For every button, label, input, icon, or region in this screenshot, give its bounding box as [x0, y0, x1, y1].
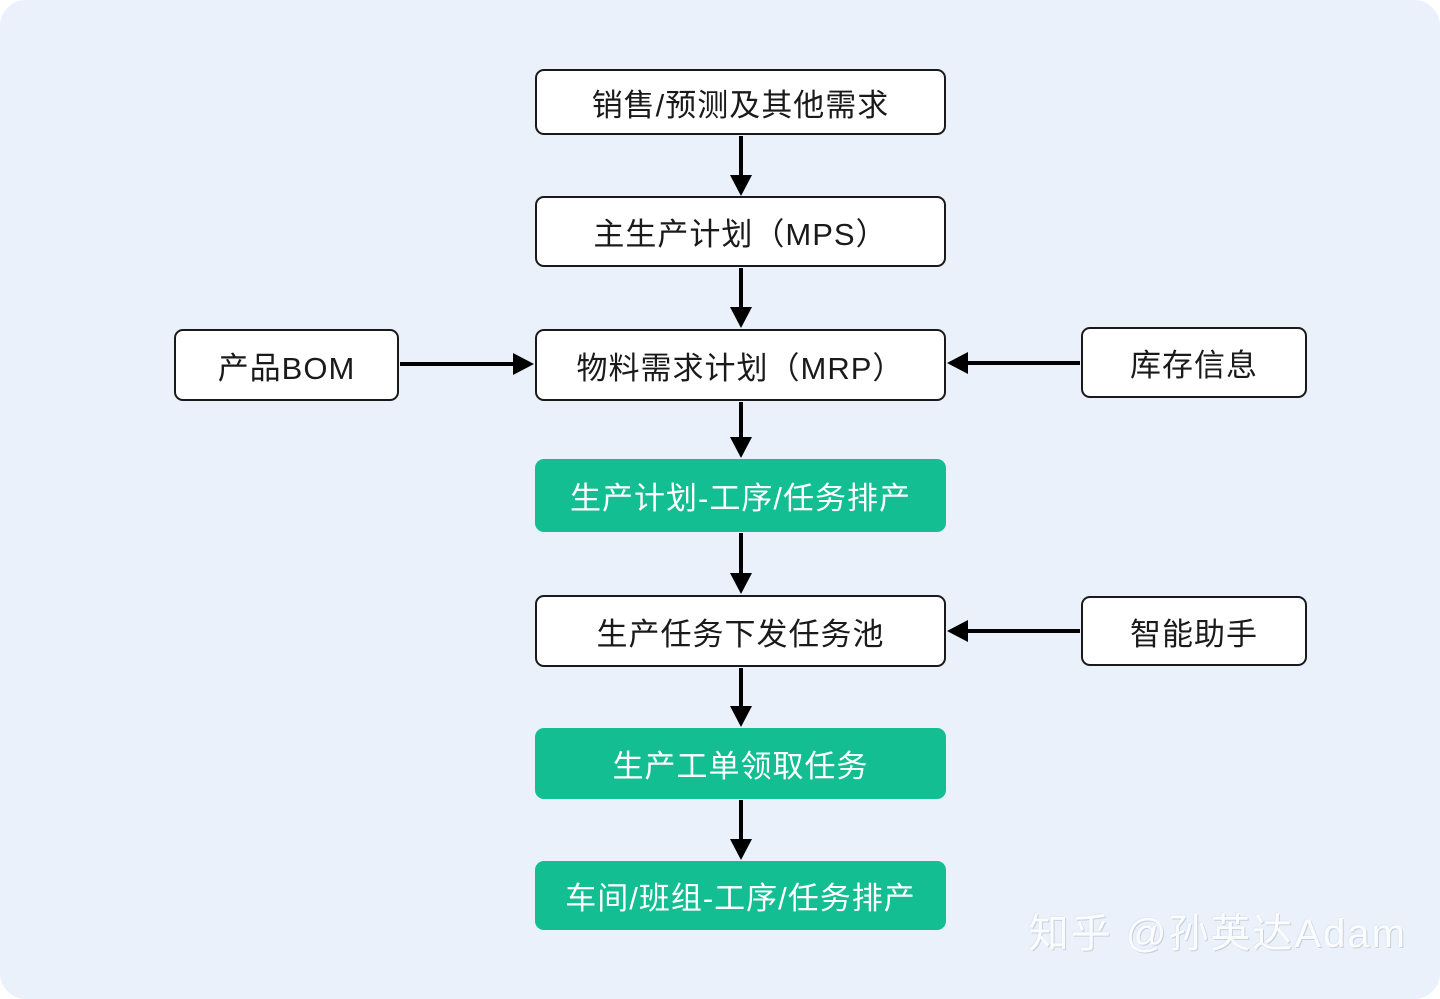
- arrow-work-order-to-workshop: [730, 800, 752, 860]
- watermark: 知乎 @孙英达Adam: [1028, 912, 1407, 956]
- arrow-shaft: [966, 361, 1080, 365]
- node-label: 库存信息: [1130, 348, 1258, 383]
- arrow-shaft: [739, 402, 743, 438]
- arrow-down-icon: [730, 706, 752, 727]
- arrow-right-icon: [513, 353, 534, 375]
- node-label: 产品BOM: [217, 350, 356, 386]
- node-label: 主生产计划（MPS）: [593, 217, 888, 252]
- arrow-task-pool-to-work-order: [730, 668, 752, 727]
- arrow-mrp-to-plan-scheduling: [730, 402, 752, 458]
- arrow-shaft: [966, 629, 1080, 633]
- node-label: 生产工单领取任务: [612, 749, 869, 784]
- arrow-inventory-to-mrp: [947, 352, 1080, 374]
- arrow-down-icon: [730, 437, 752, 458]
- arrow-shaft: [739, 800, 743, 840]
- node-label: 生产计划-工序/任务排产: [570, 481, 911, 516]
- node-product-bom: 产品BOM: [174, 329, 399, 401]
- arrow-plan-scheduling-to-task-pool: [730, 533, 752, 594]
- node-label: 智能助手: [1130, 616, 1258, 652]
- node-label: 销售/预测及其他需求: [591, 87, 890, 123]
- node-work-order-claim-task: 生产工单领取任务: [535, 728, 946, 799]
- node-label: 车间/班组-工序/任务排产: [565, 881, 916, 916]
- node-smart-assistant: 智能助手: [1081, 596, 1307, 666]
- arrow-left-icon: [947, 620, 968, 642]
- node-task-pool: 生产任务下发任务池: [535, 595, 946, 667]
- arrow-bom-to-mrp: [400, 353, 534, 375]
- node-production-plan-scheduling: 生产计划-工序/任务排产: [535, 459, 946, 532]
- arrow-down-icon: [730, 839, 752, 860]
- arrow-down-icon: [730, 307, 752, 328]
- arrow-shaft: [739, 268, 743, 308]
- arrow-shaft: [739, 668, 743, 707]
- node-sales-forecast-demand: 销售/预测及其他需求: [535, 69, 946, 135]
- node-inventory-info: 库存信息: [1081, 327, 1307, 398]
- arrow-shaft: [739, 533, 743, 574]
- arrow-assistant-to-task-pool: [947, 620, 1080, 642]
- arrow-left-icon: [947, 352, 968, 374]
- node-material-requirements-planning: 物料需求计划（MRP）: [535, 329, 946, 401]
- node-label: 生产任务下发任务池: [596, 616, 885, 652]
- node-label: 物料需求计划（MRP）: [576, 350, 905, 386]
- arrow-shaft: [400, 362, 515, 366]
- node-master-production-schedule: 主生产计划（MPS）: [535, 196, 946, 267]
- arrow-shaft: [739, 136, 743, 176]
- arrow-down-icon: [730, 175, 752, 196]
- node-workshop-team-scheduling: 车间/班组-工序/任务排产: [535, 861, 946, 930]
- arrow-mps-to-mrp: [730, 268, 752, 328]
- arrow-demand-to-mps: [730, 136, 752, 196]
- arrow-down-icon: [730, 573, 752, 594]
